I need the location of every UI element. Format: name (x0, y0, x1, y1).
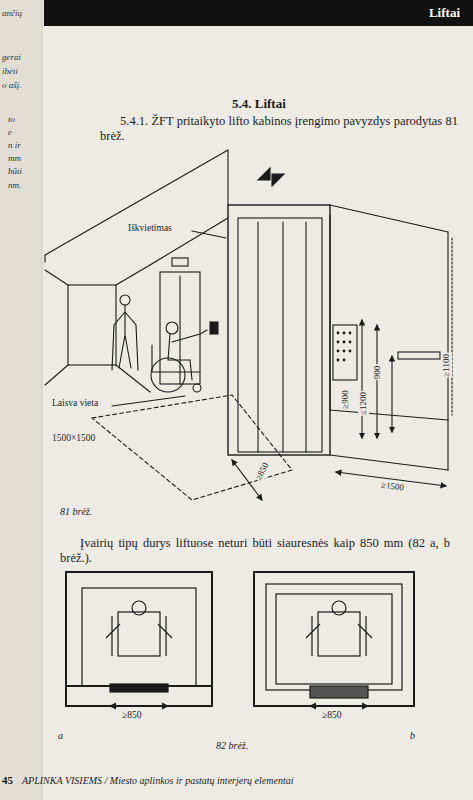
dimension-label: ≥850 (253, 460, 272, 483)
callout-label: Laisva vieta (52, 398, 98, 409)
running-footer: APLINKA VISIEMS / Miesto aplinkos ir pas… (22, 775, 293, 787)
margin-fragment: gerai (2, 52, 21, 63)
body-paragraph: 5.4.1. ŽFT pritaikyto lifto kabinos įren… (100, 114, 458, 144)
dimension-label: ≥900 (340, 389, 351, 409)
callout-label: Iškvietimas (128, 223, 172, 234)
margin-fragment: mm (8, 153, 21, 164)
margin-fragment: to (8, 114, 15, 125)
margin-fragment: ančių (2, 8, 22, 19)
margin-fragment: nm. (8, 180, 21, 191)
margin-fragment: e (8, 127, 12, 138)
figure-caption: 82 brėž. (216, 740, 248, 752)
figure-letter: a (58, 730, 63, 742)
dimension-label: ≥1100 (441, 353, 452, 378)
page-number: 45 (2, 774, 13, 787)
figure-caption: 81 brėž. (60, 506, 92, 518)
dimension-label: ≥850 (322, 710, 341, 721)
figure-letter: b (410, 730, 415, 742)
margin-fragment: n ir (8, 140, 21, 151)
body-paragraph: Įvairių tipų durys liftuose neturi būti … (60, 536, 450, 566)
dimension-label: 1500×1500 (52, 433, 95, 444)
margin-fragment: ibėti (2, 66, 18, 77)
section-heading: 5.4. Liftai (232, 96, 286, 112)
margin-fragment: būti (8, 166, 22, 177)
margin-fragment: o ašį. (2, 80, 22, 91)
running-header: Liftai (390, 5, 460, 21)
dimension-label: ≤1200 (358, 391, 369, 416)
dimension-label: ≥1500 (379, 479, 405, 493)
dimension-label: 900 (372, 365, 383, 381)
dimension-label: ≥850 (122, 710, 141, 721)
